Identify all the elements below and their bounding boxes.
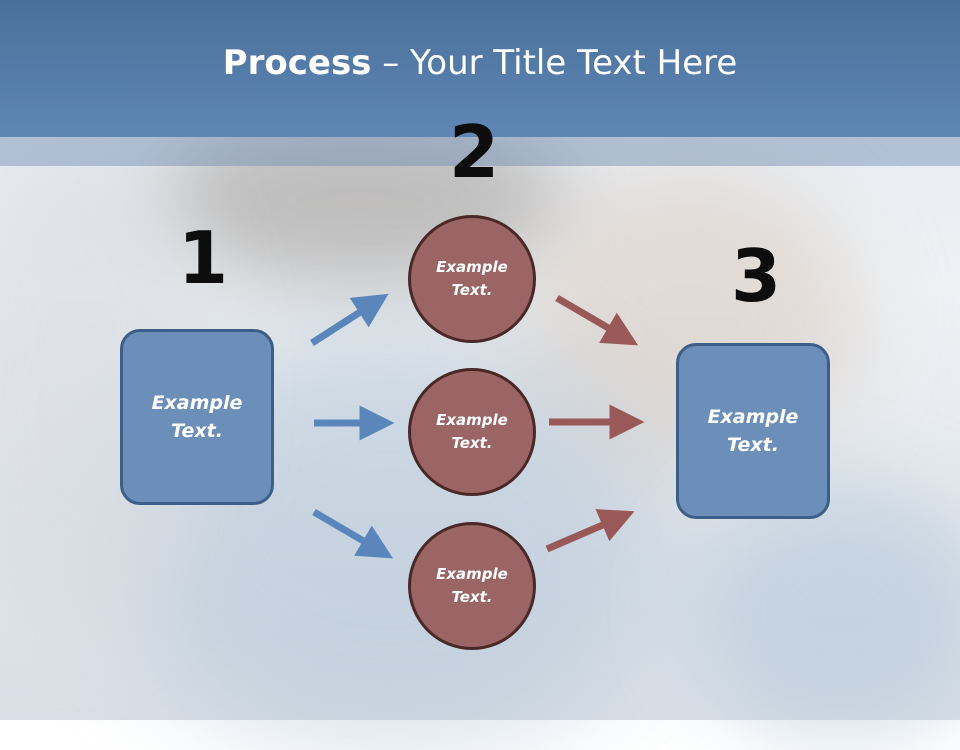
step-number-2: 2 — [449, 110, 500, 194]
step-number-3: 3 — [731, 234, 782, 318]
circle-top-line2: Text. — [451, 281, 493, 299]
arrow-top-to-right — [555, 294, 639, 346]
end-box-line2: Text. — [727, 434, 779, 456]
circle-bottom-line2: Text. — [451, 588, 493, 606]
circle-middle-line2: Text. — [451, 434, 493, 452]
step-number-1: 1 — [178, 216, 229, 300]
circle-middle-line1: Example — [436, 410, 508, 429]
circle-bottom-line1: Example — [436, 564, 508, 583]
end-box-line1: Example — [707, 405, 799, 428]
arrow-bottom-to-right — [545, 509, 635, 553]
start-box-line2: Text. — [171, 420, 223, 442]
slide-title: Process – Your Title Text Here — [222, 42, 738, 83]
arrows-layer — [310, 293, 645, 559]
header-band — [0, 137, 960, 166]
start-box-line1: Example — [151, 391, 243, 414]
arrow-left-to-top — [310, 293, 389, 346]
title-bar: Process – Your Title Text Here — [0, 0, 960, 137]
arrow-left-to-bottom — [312, 508, 394, 559]
circle-top-line1: Example — [436, 257, 508, 276]
